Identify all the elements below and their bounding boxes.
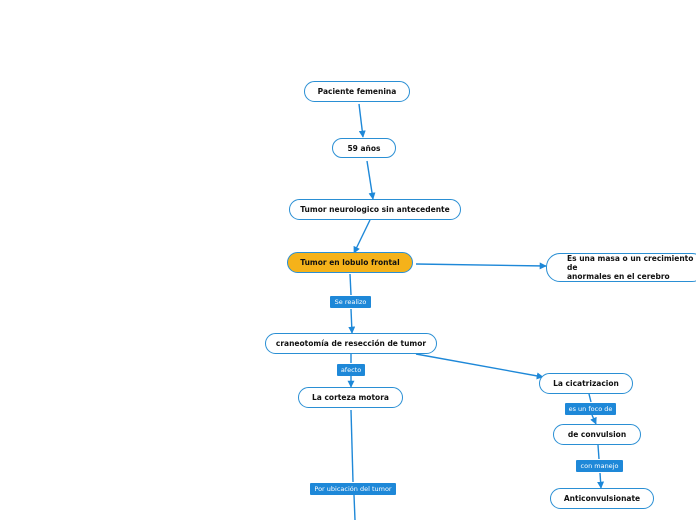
node-de-convulsion[interactable]: de convulsion	[553, 424, 641, 445]
edge-manejo-anticonvulsionate	[597, 472, 605, 489]
node-tumor-neurologico[interactable]: Tumor neurologico sin antecedente	[289, 199, 461, 220]
label-se-realizo: Se realizo	[330, 296, 371, 308]
edge-frontal-definicion	[415, 262, 547, 270]
edge-convulsion-manejo	[597, 444, 600, 460]
edge-edad-tumor-neuro	[366, 160, 376, 200]
node-cicatrizacion[interactable]: La cicatrizacion	[539, 373, 633, 394]
node-corteza-motora[interactable]: La corteza motora	[298, 387, 403, 408]
node-paciente-femenina[interactable]: Paciente femenina	[304, 81, 410, 102]
label-afecto: afecto	[337, 364, 365, 376]
node-craneotomia[interactable]: craneotomía de resección de tumor	[265, 333, 437, 354]
node-tumor-lobulo-frontal[interactable]: Tumor en lobulo frontal	[287, 252, 413, 273]
edge-cicatrizacion-foco	[588, 393, 592, 403]
label-es-un-foco-de: es un foco de	[565, 403, 616, 415]
label-con-manejo: con manejo	[576, 460, 623, 472]
edge-tumor-neuro-frontal	[353, 219, 371, 254]
edge-corteza-ubicacion	[350, 409, 354, 483]
edge-se-realizo-craneotomia	[348, 308, 356, 334]
definicion-line-1: Es una masa o un crecimiento de	[567, 254, 694, 272]
node-definicion-tumor[interactable]: Es una masa o un crecimiento de anormale…	[546, 253, 696, 282]
edge-foco-convulsion	[590, 414, 597, 425]
edge-paciente-edad	[358, 103, 366, 138]
label-por-ubicacion-del-tumor: Por ubicación del tumor	[310, 483, 396, 495]
edge-craneotomia-cicatrizacion	[415, 353, 544, 380]
node-59-anos[interactable]: 59 años	[332, 138, 396, 158]
edge-frontal-se-realizo	[349, 273, 352, 296]
node-anticonvulsionate[interactable]: Anticonvulsionate	[550, 488, 654, 509]
definicion-line-2: anormales en el cerebro	[567, 272, 670, 281]
edge-ubicacion-down	[353, 494, 356, 520]
